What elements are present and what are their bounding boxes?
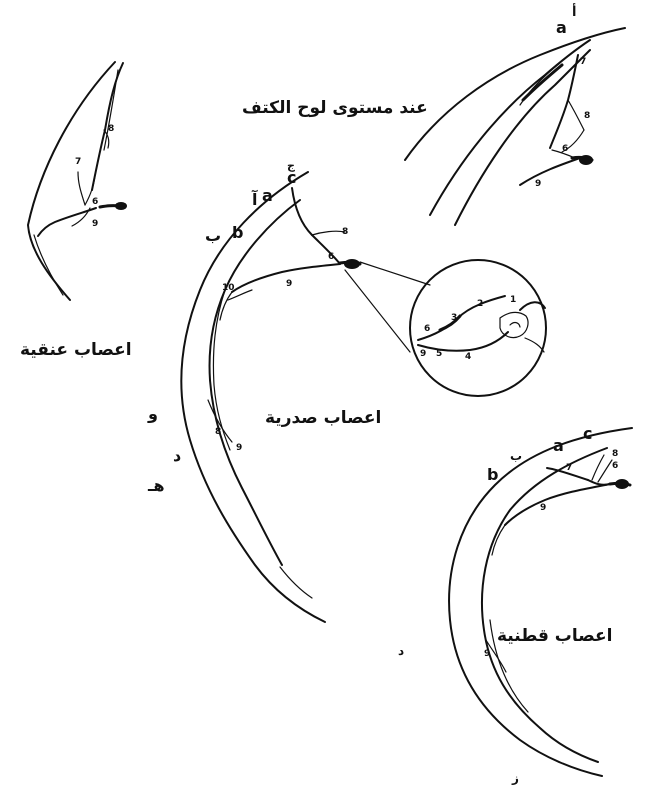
thoracic-letter-b-ar: ب <box>205 228 221 244</box>
cervical-segment-drawing <box>28 62 127 300</box>
inset-number-9: 9 <box>420 350 426 359</box>
inset-number-3: 3 <box>451 314 457 323</box>
thoracic-letter-a: a <box>262 188 273 204</box>
inset-number-5: 5 <box>436 350 442 359</box>
thoracic-number-8-lower: 8 <box>215 428 221 437</box>
lumbar-segment-drawing <box>449 428 632 776</box>
thoracic-number-9: 9 <box>286 280 292 289</box>
thoracic-letter-ha: هـ <box>148 478 165 494</box>
cervical-number-6: 6 <box>92 198 98 207</box>
lumbar-letter-c: c <box>583 426 592 442</box>
lumbar-letter-ba-ar: ب <box>510 450 522 462</box>
thoracic-letter-c: c <box>287 170 296 186</box>
scapula-number-8: 8 <box>584 112 590 121</box>
scapula-letter-top: أ <box>572 6 576 19</box>
title-thoracic-nerves: اعصاب صدرية <box>265 410 381 427</box>
thoracic-letter-c-ar: ج <box>287 160 295 171</box>
scapula-letter-a: a <box>556 20 567 36</box>
scapula-ganglion <box>579 155 593 165</box>
thoracic-letter-waw: و <box>148 406 158 422</box>
lumbar-number-9-lower: 9 <box>484 650 490 659</box>
title-scapula-level: عند مستوى لوح الكتف <box>242 100 428 117</box>
cervical-number-8: 8 <box>108 125 114 134</box>
scapula-number-7: 7 <box>580 58 586 67</box>
lumbar-letter-dal-ar: د <box>398 645 404 657</box>
inset-number-1: 1 <box>510 296 516 305</box>
thoracic-number-10: 10 <box>222 284 235 293</box>
lumbar-letter-b: b <box>487 467 498 483</box>
inset-number-4: 4 <box>465 353 471 362</box>
cervical-ganglion <box>115 202 127 210</box>
lumbar-ganglion <box>615 479 629 489</box>
lumbar-number-8: 8 <box>612 450 618 459</box>
inset-number-2: 2 <box>477 300 483 309</box>
lumbar-number-9: 9 <box>540 504 546 513</box>
thoracic-letter-b: b <box>232 225 243 241</box>
thoracic-number-9-lower: 9 <box>236 444 242 453</box>
thoracic-ganglion <box>344 259 360 269</box>
lumbar-letter-a: a <box>553 438 564 454</box>
inset-number-6: 6 <box>424 325 430 334</box>
title-cervical-nerves: اعصاب عنقية <box>20 342 132 359</box>
lumbar-number-6: 6 <box>612 462 618 471</box>
thoracic-letter-dal: د <box>173 448 181 464</box>
cervical-number-9: 9 <box>92 220 98 229</box>
cervical-number-7: 7 <box>75 158 81 167</box>
lumbar-letter-zay-ar: ز <box>512 772 519 784</box>
scapula-number-9: 9 <box>535 180 541 189</box>
thoracic-number-6: 6 <box>328 253 334 262</box>
scapula-segment-drawing <box>405 28 625 225</box>
thoracic-number-8: 8 <box>342 228 348 237</box>
lumbar-number-7: 7 <box>566 464 572 473</box>
inset-magnifier-drawing <box>410 260 546 396</box>
thoracic-letter-a-ar: آ <box>252 192 257 208</box>
scapula-number-6: 6 <box>562 145 568 154</box>
title-lumbar-nerves: اعصاب قطنية <box>497 628 612 645</box>
